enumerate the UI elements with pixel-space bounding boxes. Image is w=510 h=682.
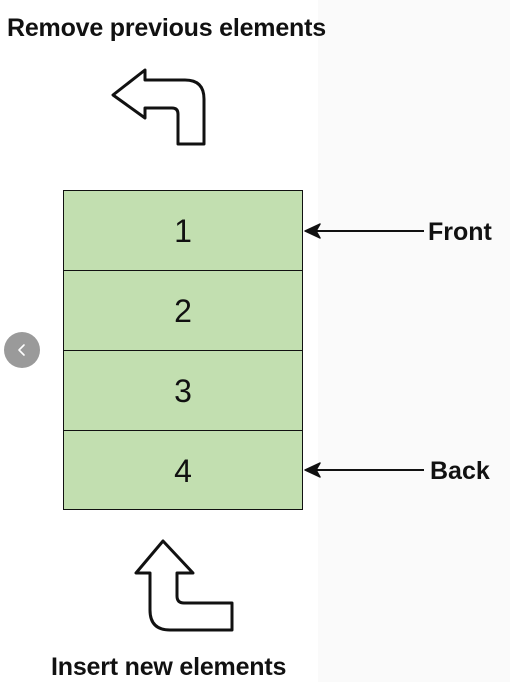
queue-divider <box>64 430 302 431</box>
queue-box: 1 2 3 4 <box>63 190 303 510</box>
front-label: Front <box>428 218 492 246</box>
queue-cell-value: 4 <box>174 452 192 489</box>
chevron-left-icon <box>18 344 25 356</box>
queue-cell-2: 2 <box>64 271 302 351</box>
remove-previous-elements-title: Remove previous elements <box>7 14 326 42</box>
previous-slide-button[interactable] <box>4 332 40 368</box>
background-panel <box>318 0 510 682</box>
queue-cell-3: 3 <box>64 351 302 431</box>
queue-cell-value: 3 <box>174 372 192 409</box>
back-pointer-arrow <box>304 462 424 478</box>
back-label: Back <box>430 457 490 485</box>
queue-cell-4: 4 <box>64 431 302 511</box>
queue-divider <box>64 350 302 351</box>
queue-cell-1: 1 <box>64 191 302 271</box>
front-pointer-arrow <box>304 223 424 239</box>
insert-arrow-icon <box>134 539 234 632</box>
queue-cell-value: 1 <box>174 212 192 249</box>
insert-new-elements-title: Insert new elements <box>51 653 287 681</box>
queue-divider <box>64 270 302 271</box>
remove-arrow-icon <box>111 68 206 146</box>
queue-cell-value: 2 <box>174 292 192 329</box>
